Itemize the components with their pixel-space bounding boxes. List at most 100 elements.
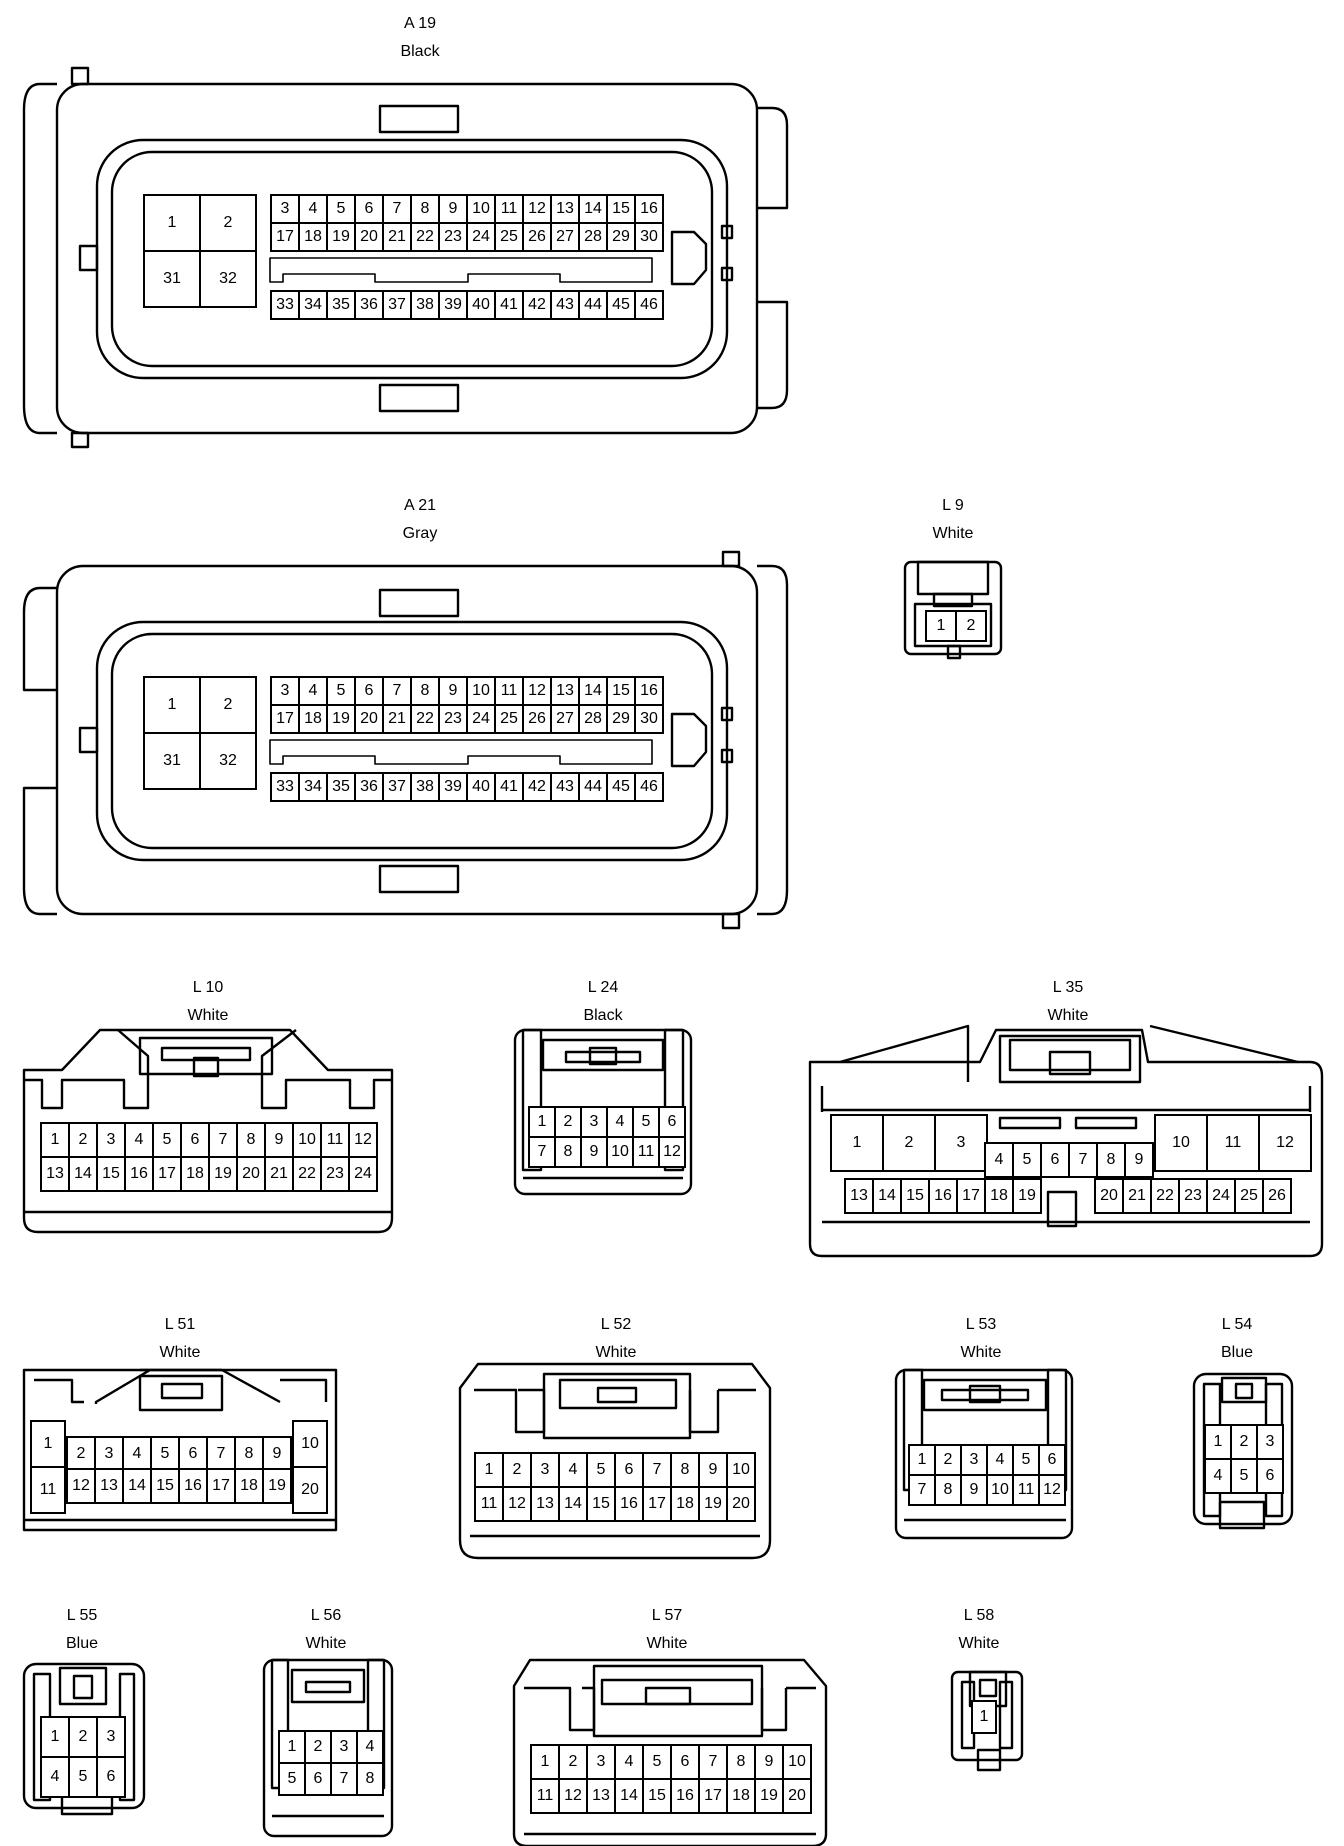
pin-cell: 5 <box>326 194 356 224</box>
pin-cell: 17 <box>206 1468 236 1504</box>
pin-cell: 7 <box>528 1136 556 1168</box>
pin-cell: 8 <box>726 1744 756 1780</box>
pin-cell: 4 <box>558 1452 588 1488</box>
pin-cell: 32 <box>199 732 257 790</box>
pin-cell: 7 <box>330 1762 358 1796</box>
pin-cell: 11 <box>494 676 524 706</box>
pin-cell: 3 <box>94 1436 124 1472</box>
pin-cell: 12 <box>658 1136 686 1168</box>
pin-cell: 1 <box>474 1452 504 1488</box>
connector-a21-color: Gray <box>402 525 438 542</box>
connector-l51-name: L 51 <box>164 1316 196 1333</box>
pin-cell: 22 <box>292 1156 322 1192</box>
pin-cell: 7 <box>208 1122 238 1158</box>
pin-cell: 4 <box>124 1122 154 1158</box>
connector-l10-color: White <box>187 1007 229 1024</box>
pin-cell: 13 <box>586 1778 616 1814</box>
pin-cell: 33 <box>270 290 300 320</box>
pin-row: 1 <box>971 1700 997 1734</box>
connector-l35-name: L 35 <box>1052 979 1084 996</box>
pin-cell: 2 <box>934 1444 962 1476</box>
connector-l35-housing <box>808 1024 1324 1258</box>
pin-cell: 1 <box>30 1420 66 1468</box>
pin-cell: 15 <box>96 1156 126 1192</box>
pin-cell: 3 <box>586 1744 616 1780</box>
connector-l24-housing <box>513 1028 693 1196</box>
pin-cell: 9 <box>262 1436 292 1472</box>
pin-cell: 19 <box>262 1468 292 1504</box>
pin-cell: 24 <box>348 1156 378 1192</box>
pin-cell: 5 <box>1012 1444 1040 1476</box>
pin-cell: 16 <box>634 676 664 706</box>
pin-cell: 34 <box>298 290 328 320</box>
pin-cell: 3 <box>580 1106 608 1138</box>
pin-cell: 2 <box>304 1730 332 1764</box>
pin-cell: 10 <box>986 1474 1014 1506</box>
pin-cell: 16 <box>614 1486 644 1522</box>
pin-cell: 10 <box>726 1452 756 1488</box>
pin-cell: 19 <box>1012 1178 1042 1214</box>
pin-cell: 13 <box>550 676 580 706</box>
pin-cell: 3 <box>934 1114 988 1172</box>
pin-cell: 4 <box>298 676 328 706</box>
pin-cell: 9 <box>264 1122 294 1158</box>
pin-cell: 6 <box>1256 1458 1284 1494</box>
pin-cell: 13 <box>530 1486 560 1522</box>
pin-row: 10 <box>292 1420 328 1468</box>
pin-cell: 24 <box>466 704 496 734</box>
pin-row: 20 <box>292 1466 328 1514</box>
pin-cell: 30 <box>634 704 664 734</box>
pin-cell: 2 <box>199 194 257 252</box>
pin-cell: 20 <box>726 1486 756 1522</box>
pin-cell: 11 <box>494 194 524 224</box>
connector-l9-color: White <box>932 525 974 542</box>
pin-cell: 19 <box>754 1778 784 1814</box>
pin-cell: 20 <box>354 222 384 252</box>
pin-cell: 6 <box>354 194 384 224</box>
pin-cell: 14 <box>122 1468 152 1504</box>
pin-cell: 11 <box>30 1466 66 1514</box>
pin-cell: 21 <box>1122 1178 1152 1214</box>
pin-cell: 17 <box>270 704 300 734</box>
pin-cell: 7 <box>382 194 412 224</box>
pin-cell: 24 <box>1206 1178 1236 1214</box>
pin-cell: 1 <box>40 1122 70 1158</box>
pin-cell: 2 <box>955 610 987 642</box>
pin-cell: 11 <box>1206 1114 1260 1172</box>
pin-cell: 7 <box>698 1744 728 1780</box>
pin-cell: 40 <box>466 772 496 802</box>
pin-cell: 20 <box>1094 1178 1124 1214</box>
pin-cell: 5 <box>642 1744 672 1780</box>
pin-cell: 8 <box>1096 1142 1126 1178</box>
pin-cell: 6 <box>658 1106 686 1138</box>
pin-cell: 12 <box>66 1468 96 1504</box>
pin-cell: 23 <box>1178 1178 1208 1214</box>
connector-a21-header: A 21 Gray <box>360 492 480 548</box>
pin-cell: 8 <box>236 1122 266 1158</box>
pin-cell: 4 <box>986 1444 1014 1476</box>
pin-cell: 2 <box>68 1716 98 1758</box>
pin-cell: 11 <box>474 1486 504 1522</box>
pin-cell: 12 <box>502 1486 532 1522</box>
pin-cell: 24 <box>466 222 496 252</box>
pin-cell: 15 <box>606 194 636 224</box>
pin-cell: 4 <box>1204 1458 1232 1494</box>
pin-cell: 1 <box>925 610 957 642</box>
pin-cell: 3 <box>530 1452 560 1488</box>
connector-l52-color: White <box>595 1344 637 1361</box>
pin-cell: 39 <box>438 772 468 802</box>
pin-cell: 12 <box>348 1122 378 1158</box>
pin-cell: 4 <box>606 1106 634 1138</box>
pin-cell: 15 <box>606 676 636 706</box>
pin-cell: 17 <box>642 1486 672 1522</box>
